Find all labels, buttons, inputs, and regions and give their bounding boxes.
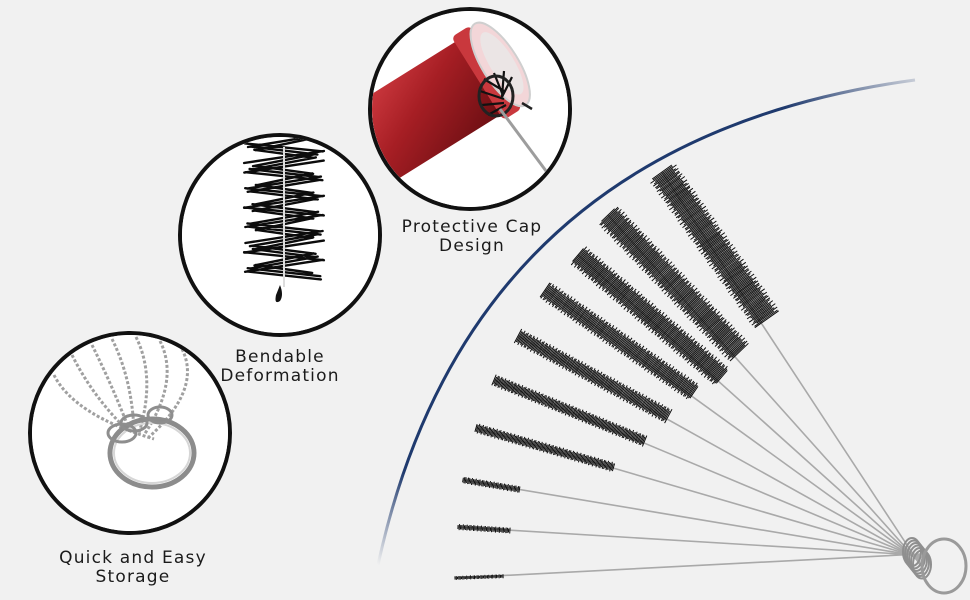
brush-1 <box>454 553 921 580</box>
wire-loop <box>910 547 930 577</box>
brush-7 <box>539 282 921 562</box>
brush-2 <box>457 524 921 556</box>
bristle-detail-circle <box>178 133 382 337</box>
brush-8 <box>570 246 921 563</box>
brush-5 <box>491 374 921 560</box>
brush-4 <box>474 423 921 559</box>
cap-detail-circle <box>368 7 572 211</box>
caption-bendable: Bendable Deformation <box>200 348 360 386</box>
caption-line: Storage <box>95 567 171 587</box>
caption-protective-cap: Protective Cap Design <box>392 218 552 256</box>
wire-loop <box>906 542 926 572</box>
caption-line: Design <box>439 236 505 256</box>
brush-9 <box>599 206 921 565</box>
ring-detail-circle <box>28 331 232 535</box>
wire-loop <box>908 544 928 575</box>
caption-storage: Quick and Easy Storage <box>48 549 218 587</box>
caption-line: Bendable <box>235 347 325 367</box>
brush-10 <box>650 164 921 566</box>
brush-3 <box>462 477 921 558</box>
caption-line: Deformation <box>220 366 340 386</box>
key-ring <box>920 537 968 595</box>
brush-6 <box>513 328 921 561</box>
caption-line: Protective Cap <box>401 217 543 237</box>
caption-line: Quick and Easy <box>59 548 207 568</box>
wire-loop <box>912 549 932 580</box>
